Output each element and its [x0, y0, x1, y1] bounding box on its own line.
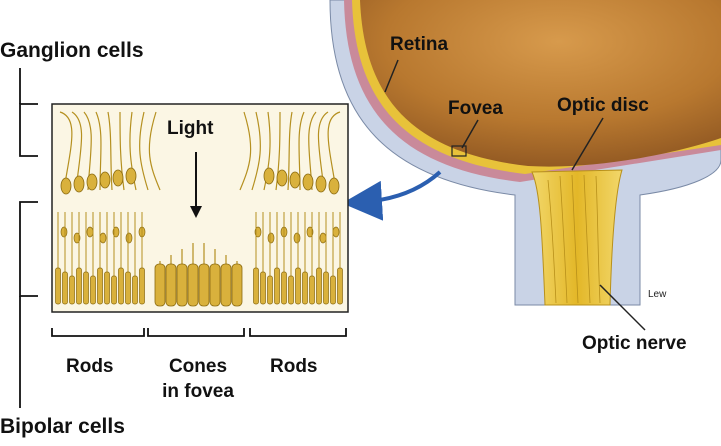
fovea-box: [451, 145, 467, 157]
rods-right-bracket: [249, 328, 347, 337]
bipolar-cell: [319, 232, 327, 244]
cone-cell: [198, 263, 210, 307]
optic-disc-label: Optic disc: [557, 95, 649, 116]
bipolar-cell: [125, 232, 133, 244]
ganglion-fiber: [287, 111, 293, 191]
ganglion-fiber: [119, 111, 125, 191]
ganglion-cell: [263, 167, 275, 185]
cone-cell: [165, 263, 177, 307]
rod-cell: [267, 275, 273, 305]
ganglion-fiber: [239, 111, 252, 191]
eye-interior: [360, 0, 721, 167]
rod-cell: [337, 267, 343, 305]
rod-cell: [295, 267, 301, 305]
ganglion-fiber: [107, 111, 113, 191]
ganglion-fiber: [148, 111, 161, 191]
ganglion-cell: [328, 177, 340, 195]
cone-cell: [231, 263, 243, 307]
rod-cell: [97, 267, 103, 305]
ganglion-cell: [86, 173, 98, 191]
cell-layers: [55, 111, 343, 307]
fovea-pointer: [461, 119, 479, 149]
ganglion-fiber: [275, 111, 281, 191]
bipolar-cell: [86, 226, 94, 238]
rod-cell: [330, 275, 336, 305]
rod-cell: [302, 271, 308, 305]
ganglion-cell: [302, 173, 314, 191]
optic-nerve-pointer: [599, 284, 646, 331]
rod-cell: [253, 267, 259, 305]
rod-cell: [274, 267, 280, 305]
rod-cell: [90, 275, 96, 305]
bipolar-cell: [293, 232, 301, 244]
rod-cell: [323, 271, 329, 305]
cone-cell: [209, 263, 221, 307]
rod-cell: [139, 267, 145, 305]
cones-label-line2: in fovea: [162, 381, 234, 402]
ganglion-fiber: [139, 111, 149, 191]
fovea-label: Fovea: [448, 98, 503, 119]
rod-cell: [83, 271, 89, 305]
rod-cell: [309, 275, 315, 305]
rod-cell: [316, 267, 322, 305]
rod-cell: [132, 275, 138, 305]
ganglion-bracket: [19, 103, 38, 157]
optic-nerve-label: Optic nerve: [582, 333, 687, 354]
bipolar-cells-label: Bipolar cells: [0, 415, 125, 438]
rod-cell: [288, 275, 294, 305]
rod-cell: [69, 275, 75, 305]
rod-cell: [104, 271, 110, 305]
ganglion-cell: [125, 167, 137, 185]
cone-cell: [176, 263, 188, 307]
rod-cell: [111, 275, 117, 305]
rod-cell: [76, 267, 82, 305]
ganglion-cell: [60, 177, 72, 195]
cone-cell: [154, 263, 166, 307]
bipolar-cell: [60, 226, 68, 238]
cone-cell: [187, 263, 199, 307]
artist-signature: Lew: [648, 289, 667, 300]
bipolar-cell: [267, 232, 275, 244]
cones-bracket: [147, 328, 245, 337]
rod-cell: [118, 267, 124, 305]
rods-right-label: Rods: [270, 356, 318, 377]
rod-cell: [55, 267, 61, 305]
eyeball: [329, 0, 721, 331]
retina-inset: [51, 103, 349, 313]
retina-pointer: [384, 59, 399, 93]
ganglion-fiber: [251, 111, 261, 191]
rod-cell: [62, 271, 68, 305]
brackets: [19, 68, 347, 408]
rod-cell: [260, 271, 266, 305]
bipolar-cell: [332, 226, 340, 238]
magnify-arrow: [342, 170, 442, 221]
bipolar-bracket: [19, 201, 38, 297]
ganglion-cell: [99, 171, 111, 189]
cones-label-line1: Cones: [168, 356, 228, 377]
ganglion-cell: [112, 169, 124, 187]
ganglion-cell: [276, 169, 288, 187]
rod-cell: [281, 271, 287, 305]
ganglion-cell: [73, 175, 85, 193]
rod-cell: [125, 271, 131, 305]
nerve-fibers: [547, 174, 601, 304]
ganglion-cells-label: Ganglion cells: [0, 39, 144, 62]
light-label: Light: [167, 118, 214, 139]
ganglion-cell: [289, 171, 301, 189]
rods-left-bracket: [51, 328, 145, 337]
cone-cell: [220, 263, 232, 307]
retina-label: Retina: [390, 34, 449, 55]
optic-disc-pointer: [571, 117, 604, 171]
ganglion-cell: [315, 175, 327, 193]
light-arrowhead: [190, 206, 202, 218]
bipolar-cell: [99, 232, 107, 244]
rods-left-label: Rods: [66, 356, 114, 377]
